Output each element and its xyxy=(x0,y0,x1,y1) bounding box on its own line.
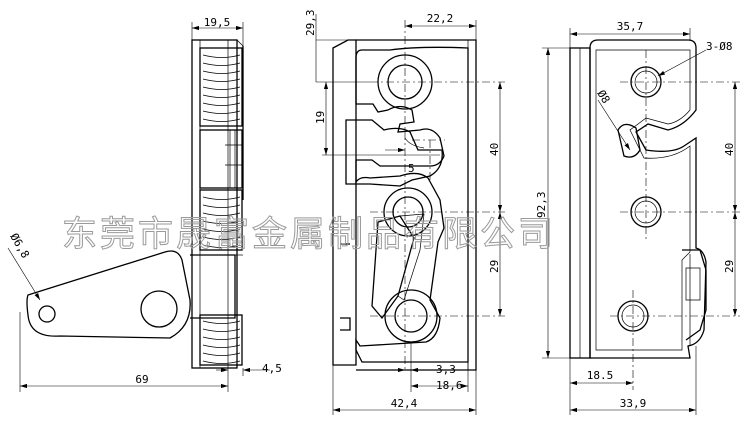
side-dim-width: 19,5 xyxy=(204,16,231,29)
front-housing-outline xyxy=(332,39,357,366)
back-dim-pitch-1: 40 xyxy=(723,143,736,156)
front-latch-plate xyxy=(355,46,469,363)
back-dim-top: 35,7 xyxy=(617,20,644,33)
side-lever-pivot-hole xyxy=(38,305,56,323)
side-top-spring xyxy=(199,47,243,127)
front-dim-base: 18,6 xyxy=(436,379,463,392)
side-lever-roller xyxy=(140,290,178,328)
side-body-plate xyxy=(191,39,238,369)
side-dim-hole: Ø6,8 xyxy=(7,231,32,260)
front-dim-top: 22,2 xyxy=(427,12,454,25)
back-dim-hole-offset: 18.5 xyxy=(587,369,614,382)
front-view: 22,2 29,3 19 5 40 29 3,3 18,6 42,4 xyxy=(304,10,505,415)
front-dim-pitch-2: 29 xyxy=(488,260,501,273)
back-slot xyxy=(617,123,641,158)
back-dim-width: 33,9 xyxy=(620,397,647,410)
back-housing-outline xyxy=(589,39,707,359)
side-lever-arm xyxy=(26,250,191,339)
back-dim-slot: Ø8 xyxy=(594,88,612,106)
side-middle-spring xyxy=(199,189,243,251)
side-view: 19,5 69 Ø6,8 4,5 xyxy=(7,16,282,392)
side-lower-spring xyxy=(199,314,243,366)
front-dim-pitch-1: 40 xyxy=(488,143,501,156)
back-dim-pitch-2: 29 xyxy=(723,260,736,273)
back-dim-height: 92,3 xyxy=(535,192,548,219)
side-dim-length: 69 xyxy=(135,373,148,386)
front-dim-claw: 19 xyxy=(314,111,327,124)
side-dim-offset: 4,5 xyxy=(262,362,282,375)
company-watermark: 东莞市晟富金属制品有限公司 xyxy=(62,215,556,255)
back-dim-holes: 3-Ø8 xyxy=(706,40,733,53)
back-view: 35,7 3-Ø8 Ø8 92,3 40 29 18.5 33,9 xyxy=(535,20,740,415)
front-rotor-claw xyxy=(345,119,443,187)
front-middle-pivot xyxy=(383,187,433,237)
front-dim-gap: 5 xyxy=(408,162,415,175)
front-dim-width: 42,4 xyxy=(391,397,418,410)
front-dim-top-offset: 29,3 xyxy=(304,10,317,37)
front-dim-small: 3,3 xyxy=(436,363,456,376)
